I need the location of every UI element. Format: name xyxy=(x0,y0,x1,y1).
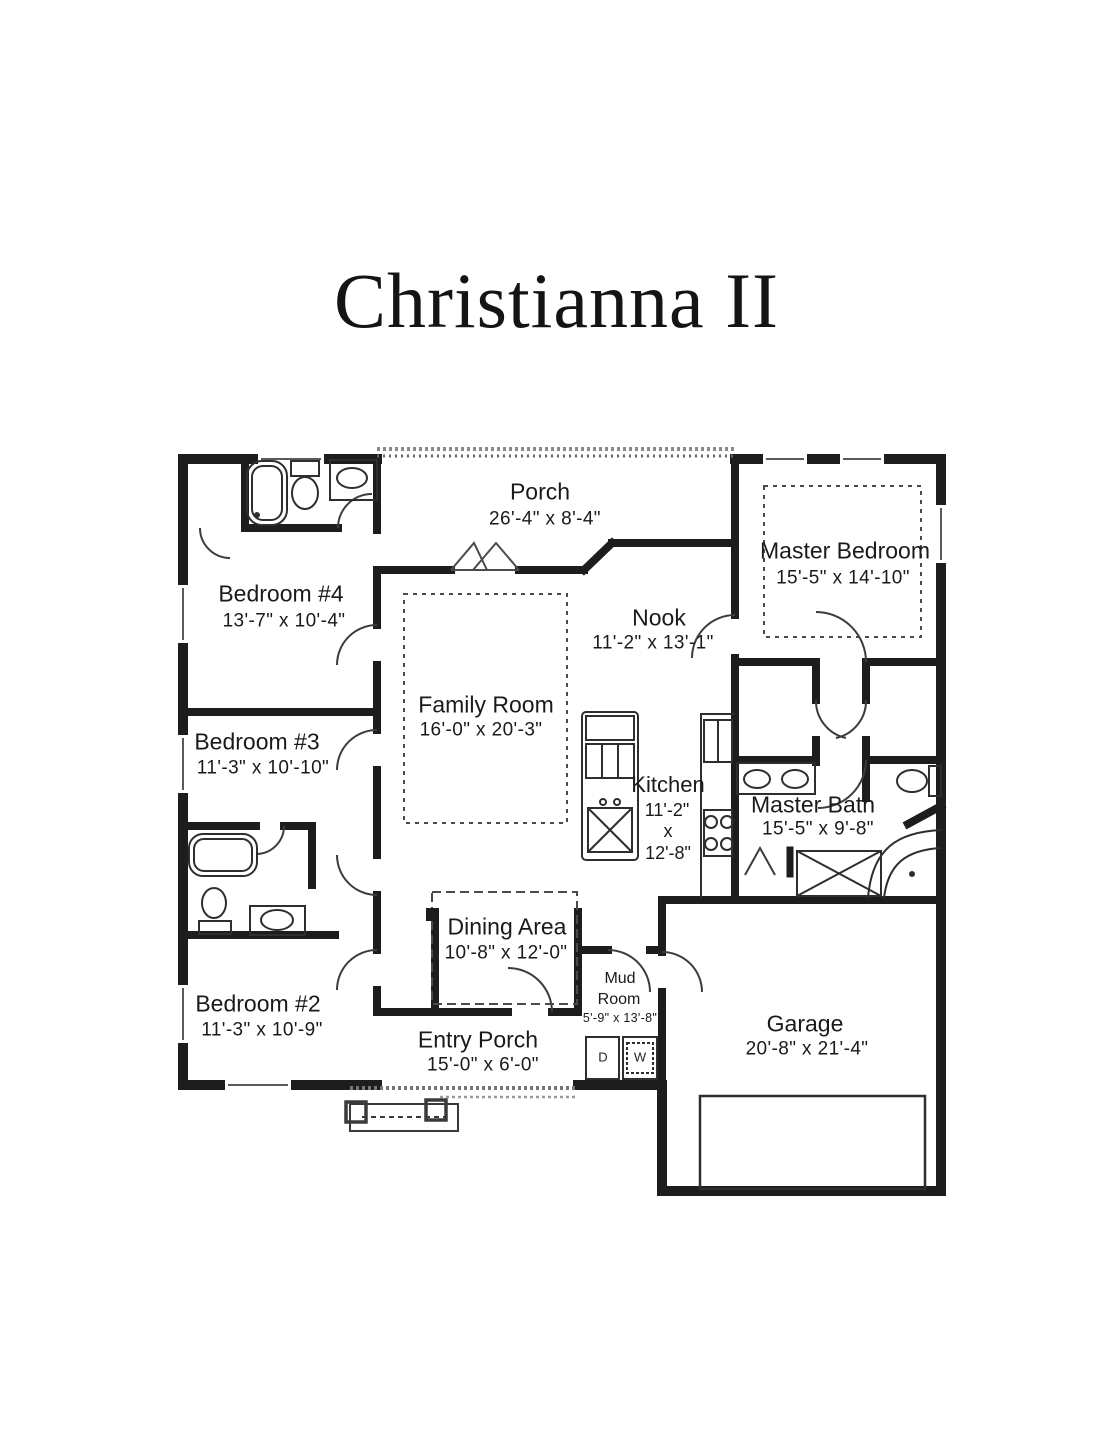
laundry-fixtures xyxy=(585,1036,658,1080)
hall-bath2-fixtures xyxy=(188,833,306,936)
entry-porch-dims: 15'-0" x 6'-0" xyxy=(427,1054,539,1076)
master-bath-label: Master Bath xyxy=(751,791,875,818)
double-vanity-icon xyxy=(736,762,816,795)
family-room-dims: 16'-0" x 20'-3" xyxy=(419,719,543,741)
kitchen-dim-length: 12'-8" xyxy=(645,843,691,863)
porch-column-icon xyxy=(344,1100,368,1124)
door-swings xyxy=(199,493,868,1013)
island-sink-icon xyxy=(587,807,633,853)
master-bath-fixtures xyxy=(736,762,942,899)
window-markers xyxy=(176,452,948,1092)
master-bedroom-label: Master Bedroom xyxy=(759,537,931,564)
porch-column-icon xyxy=(426,908,439,921)
ceiling-outlines xyxy=(403,485,922,1005)
toilet-icon xyxy=(896,769,928,793)
porch-edge-texture xyxy=(350,447,735,1099)
bedroom4-dims: 13'-7" x 10'-4" xyxy=(222,610,346,632)
nook-label: Nook xyxy=(632,604,686,631)
kitchen-dim-width: 11'-2" xyxy=(644,800,690,820)
counter-outline xyxy=(700,713,735,898)
dryer-icon xyxy=(585,1036,620,1080)
kitchen-label: Kitchen xyxy=(631,772,705,797)
bathtub-icon xyxy=(246,460,288,526)
bedroom4-label: Bedroom #4 xyxy=(218,580,344,607)
vanity-icon xyxy=(249,905,306,936)
shower-icon xyxy=(796,850,882,897)
garden-tub-icon xyxy=(867,829,942,899)
bedroom2-label: Bedroom #2 xyxy=(195,990,321,1017)
sink-icon xyxy=(260,909,294,931)
bathtub-icon xyxy=(188,833,258,877)
garage-door-icon xyxy=(698,1094,927,1191)
mud-room-label-1: Mud xyxy=(604,970,636,987)
garage-label: Garage xyxy=(766,1010,844,1037)
porch-column-icon xyxy=(424,1098,448,1122)
mud-room-dims: 5'-9" x 13'-8" xyxy=(582,1010,658,1025)
porch-dims: 26'-4" x 8'-4" xyxy=(489,508,601,530)
master-bath-dims: 15'-5" x 9'-8" xyxy=(762,818,874,840)
dining-area-outline xyxy=(431,891,578,1005)
garage-dims: 20'-8" x 21'-4" xyxy=(745,1038,869,1060)
washer-icon xyxy=(622,1036,658,1080)
toilet-icon xyxy=(291,476,319,510)
kitchen-island-icon xyxy=(581,711,639,861)
sink-icon xyxy=(781,769,809,789)
hall-bath1-fixtures xyxy=(246,459,378,526)
toilet-tank-icon xyxy=(928,765,942,797)
entry-porch-label: Entry Porch xyxy=(417,1026,539,1053)
french-doors-icon xyxy=(450,541,520,571)
sink-icon xyxy=(336,467,368,489)
dining-area-label: Dining Area xyxy=(447,913,567,940)
dishwasher-icon xyxy=(585,743,635,779)
plan-title: Christianna II xyxy=(333,257,780,344)
master-ceiling-outline xyxy=(763,485,922,638)
family-ceiling-outline xyxy=(403,593,568,824)
master-bedroom-dims: 15'-5" x 14'-10" xyxy=(776,567,910,589)
dryer-label: D xyxy=(598,1049,608,1065)
porch-label: Porch xyxy=(509,478,571,505)
range-icon xyxy=(703,809,733,857)
dining-area-dims: 10'-8" x 12'-0" xyxy=(444,942,568,964)
bedroom3-dims: 11'-3" x 10'-10" xyxy=(196,757,330,779)
mud-room-label-2: Room xyxy=(597,991,641,1008)
toilet-icon xyxy=(201,887,227,919)
bedroom3-label: Bedroom #3 xyxy=(194,728,320,755)
kitchen-dim-x: x xyxy=(663,821,673,841)
toilet-tank-icon xyxy=(198,920,232,935)
washer-label: W xyxy=(633,1049,647,1065)
bedroom2-dims: 11'-3" x 10'-9" xyxy=(201,1019,323,1041)
nook-dims: 11'-2" x 13'-1" xyxy=(592,632,714,654)
kitchen-fixtures xyxy=(581,711,735,898)
vanity-icon xyxy=(329,459,378,501)
entry-steps xyxy=(344,908,459,1132)
sink-icon xyxy=(743,769,771,789)
family-room-label: Family Room xyxy=(418,691,554,718)
